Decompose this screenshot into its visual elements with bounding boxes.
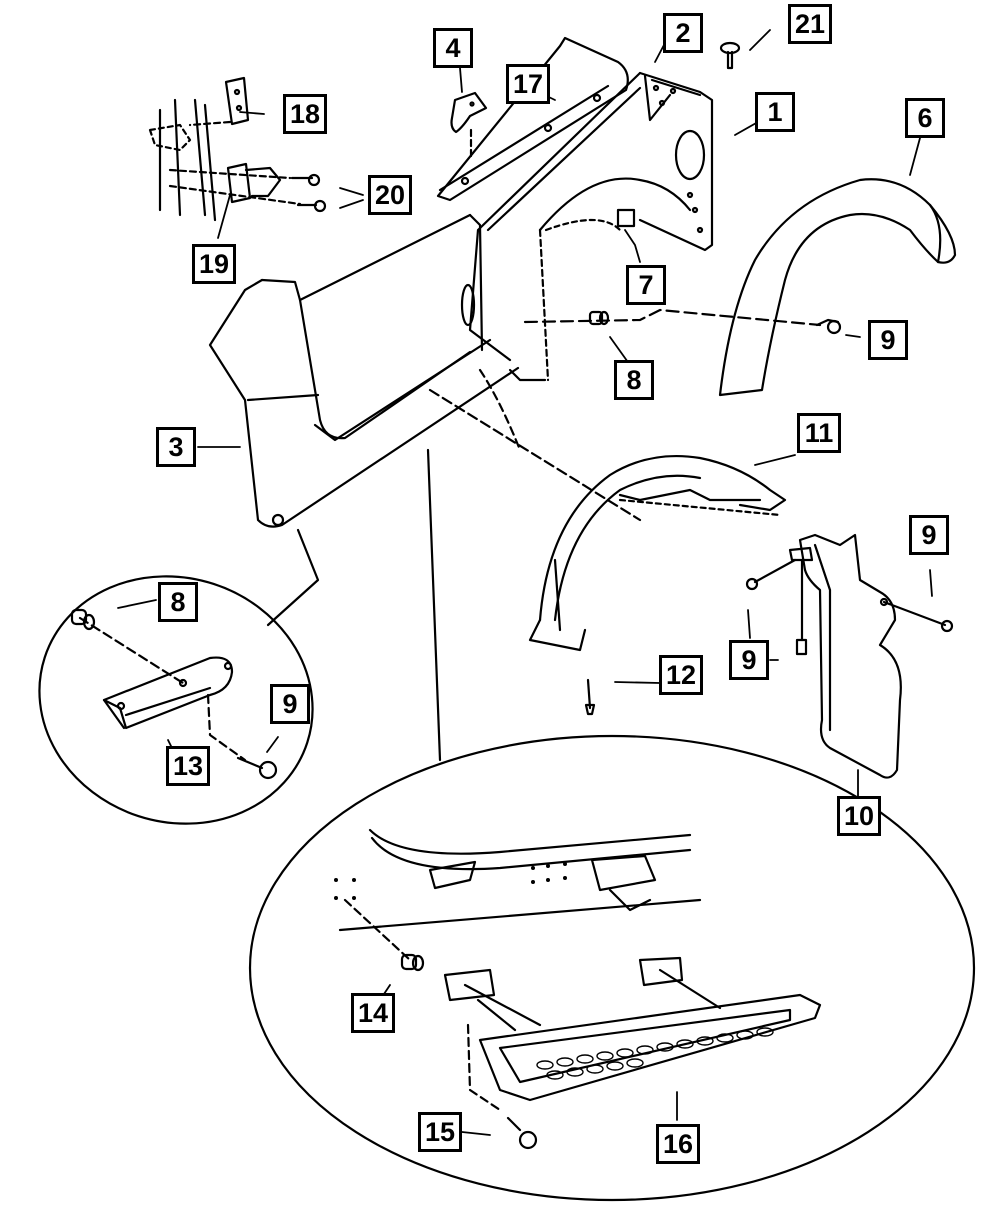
callout-9-splash-lower: 9 (729, 640, 769, 680)
callout-12: 12 (659, 655, 703, 695)
detail-leader-lines (266, 448, 442, 762)
callout-4: 4 (433, 28, 473, 68)
fender-flare-part (718, 178, 957, 397)
body-panel-part (460, 71, 714, 362)
callout-8: 8 (614, 360, 654, 400)
callout-9-detail: 9 (270, 684, 310, 724)
clip-part (450, 91, 488, 162)
callout-1: 1 (755, 92, 795, 132)
splash-guard-part (745, 533, 954, 779)
callout-6: 6 (905, 98, 945, 138)
rocker-guard-detail (38, 575, 314, 825)
callout-14: 14 (351, 993, 395, 1033)
callout-15: 15 (418, 1112, 462, 1152)
flare-fastener-line (523, 308, 842, 335)
callout-2: 2 (663, 13, 703, 53)
callout-19: 19 (192, 244, 236, 284)
callout-16: 16 (656, 1124, 700, 1164)
striker-assembly-part (148, 76, 327, 222)
side-step-detail (248, 734, 976, 1202)
callout-3: 3 (156, 427, 196, 467)
callout-11: 11 (797, 413, 841, 453)
callout-8-detail: 8 (158, 582, 198, 622)
push-fastener-part (719, 41, 741, 70)
callout-9-flare: 9 (868, 320, 908, 360)
callout-20: 20 (368, 175, 412, 215)
callout-17: 17 (506, 64, 550, 104)
body-side-panel-part (208, 213, 550, 528)
push-pin-part (584, 678, 596, 716)
callout-leaders (117, 29, 933, 1136)
wheelhouse-liner-part (428, 368, 787, 652)
callout-10: 10 (837, 796, 881, 836)
callout-13: 13 (166, 746, 210, 786)
callout-9-splash-right: 9 (909, 515, 949, 555)
callout-18: 18 (283, 94, 327, 134)
callout-7: 7 (626, 265, 666, 305)
callout-21: 21 (788, 4, 832, 44)
seal-strip-part (436, 36, 629, 202)
